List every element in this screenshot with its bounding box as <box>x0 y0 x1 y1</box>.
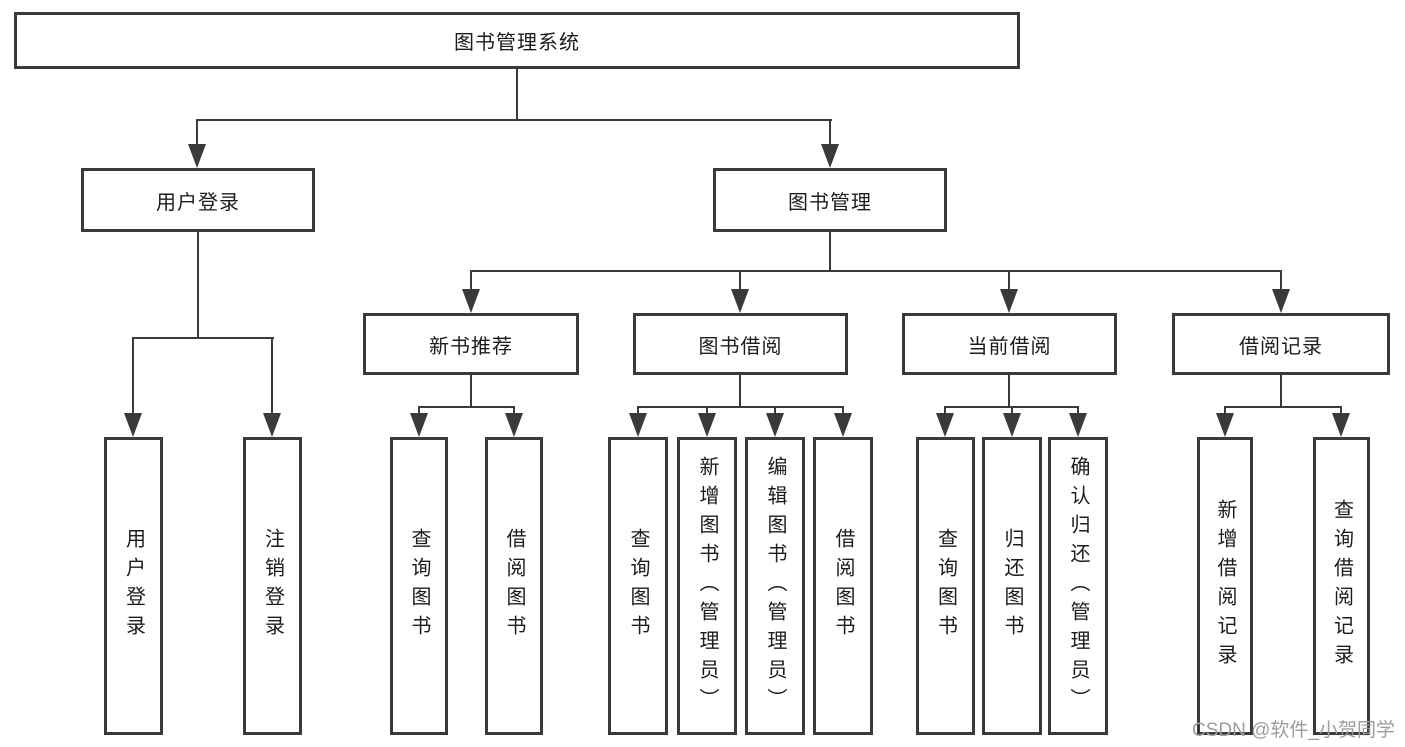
connector-drop-current-borrow <box>1008 270 1010 292</box>
connector-drop-book-borrow <box>739 270 741 292</box>
arrowhead-icon <box>834 413 852 437</box>
arrowhead-icon <box>1003 413 1021 437</box>
arrowhead-icon <box>505 413 523 437</box>
node-user-login-label: 用户登录 <box>156 191 240 214</box>
connector-root-trunk <box>516 69 518 120</box>
node-leaf-borrow-books-label: 借阅图书 <box>832 528 854 644</box>
arrowhead-book-borrow-icon <box>731 289 749 313</box>
arrowhead-new-book-recommend-icon <box>462 289 480 313</box>
node-user-login: 用户登录 <box>81 168 315 232</box>
node-leaf-query-borrow-record-label: 查询借阅记录 <box>1330 499 1353 673</box>
node-library-system: 图书管理系统 <box>14 12 1020 69</box>
arrowhead-icon <box>1216 413 1234 437</box>
connector-drop <box>637 406 639 416</box>
node-leaf-logout: 注销登录 <box>243 437 302 735</box>
connector-drop <box>1011 406 1013 416</box>
node-leaf-edit-book-admin: 编辑图书（管理员） <box>745 437 805 735</box>
arrowhead-icon <box>1069 413 1087 437</box>
node-new-book-recommend: 新书推荐 <box>363 313 579 375</box>
node-leaf-borrow-books: 借阅图书 <box>813 437 873 735</box>
connector-drop <box>774 406 776 416</box>
connector-drop <box>418 406 420 416</box>
node-leaf-query-books-recommend-label: 查询图书 <box>408 528 430 644</box>
node-current-borrow-label: 当前借阅 <box>967 335 1052 358</box>
connector-drop-user-login <box>196 119 198 149</box>
arrowhead-leaf-user-login-icon <box>124 413 142 437</box>
node-leaf-add-borrow-record: 新增借阅记录 <box>1197 437 1253 735</box>
node-book-management: 图书管理 <box>713 168 947 232</box>
connector-drop-new-book-recommend <box>470 270 472 292</box>
connector-drop <box>1340 406 1342 416</box>
connector-borrow-records-hline <box>1224 406 1342 408</box>
connector-book-management-hline <box>470 270 1282 272</box>
connector-drop-leaf-user-login <box>132 337 134 417</box>
arrowhead-book-management-icon <box>821 144 839 168</box>
arrowhead-icon <box>766 413 784 437</box>
arrowhead-icon <box>936 413 954 437</box>
node-leaf-confirm-return-admin: 确认归还（管理员） <box>1048 437 1108 735</box>
connector-drop <box>842 406 844 416</box>
arrowhead-user-login-icon <box>188 144 206 168</box>
connector-drop <box>513 406 515 416</box>
node-new-book-recommend-label: 新书推荐 <box>429 335 513 358</box>
connector-borrow-records-trunk <box>1280 375 1282 408</box>
connector-user-login-hline <box>132 337 274 339</box>
connector-root-hline <box>196 119 832 121</box>
node-library-system-label: 图书管理系统 <box>454 32 580 54</box>
node-leaf-borrow-books-recommend: 借阅图书 <box>485 437 543 735</box>
node-leaf-add-borrow-record-label: 新增借阅记录 <box>1214 499 1236 673</box>
arrowhead-borrow-records-icon <box>1272 289 1290 313</box>
node-leaf-query-books-current-label: 查询图书 <box>934 528 957 644</box>
node-leaf-user-login-label: 用户登录 <box>122 528 145 644</box>
arrowhead-icon <box>629 413 647 437</box>
connector-current-borrow-trunk <box>1008 375 1010 408</box>
arrowhead-current-borrow-icon <box>1000 289 1018 313</box>
connector-book-borrow-trunk <box>739 375 741 408</box>
connector-user-login-trunk <box>197 232 199 339</box>
connector-drop <box>944 406 946 416</box>
connector-book-borrow-hline <box>637 406 844 408</box>
connector-drop-borrow-records <box>1280 270 1282 292</box>
node-book-borrow: 图书借阅 <box>633 313 848 375</box>
node-leaf-query-books-current: 查询图书 <box>916 437 975 735</box>
arrowhead-icon <box>410 413 428 437</box>
node-leaf-query-books-borrow-label: 查询图书 <box>627 528 649 644</box>
connector-drop-leaf-logout <box>271 337 273 417</box>
node-leaf-add-book-admin-label: 新增图书（管理员） <box>696 455 718 717</box>
node-leaf-return-book: 归还图书 <box>982 437 1042 735</box>
connector-drop <box>1077 406 1079 416</box>
connector-drop <box>1224 406 1226 416</box>
connector-drop <box>706 406 708 416</box>
connector-new-book-recommend-hline <box>418 406 515 408</box>
watermark: CSDN @软件_小贺同学 <box>1192 720 1395 741</box>
arrowhead-icon <box>1332 413 1350 437</box>
node-leaf-return-book-label: 归还图书 <box>1001 528 1023 644</box>
node-leaf-logout-label: 注销登录 <box>261 528 284 644</box>
node-leaf-confirm-return-admin-label: 确认归还（管理员） <box>1067 455 1089 717</box>
node-leaf-query-books-borrow: 查询图书 <box>608 437 668 735</box>
node-current-borrow: 当前借阅 <box>902 313 1117 375</box>
node-leaf-user-login: 用户登录 <box>104 437 163 735</box>
node-leaf-edit-book-admin-label: 编辑图书（管理员） <box>764 455 786 717</box>
node-borrow-records: 借阅记录 <box>1172 313 1390 375</box>
node-leaf-query-borrow-record: 查询借阅记录 <box>1313 437 1370 735</box>
connector-new-book-recommend-trunk <box>470 375 472 408</box>
arrowhead-leaf-logout-icon <box>263 413 281 437</box>
node-leaf-add-book-admin: 新增图书（管理员） <box>677 437 737 735</box>
node-leaf-borrow-books-recommend-label: 借阅图书 <box>503 528 525 644</box>
connector-drop-book-management <box>829 119 831 149</box>
arrowhead-icon <box>698 413 716 437</box>
node-borrow-records-label: 借阅记录 <box>1239 335 1323 358</box>
node-book-borrow-label: 图书借阅 <box>698 335 783 358</box>
connector-book-management-trunk <box>829 232 831 272</box>
node-book-management-label: 图书管理 <box>788 191 872 214</box>
node-leaf-query-books-recommend: 查询图书 <box>390 437 448 735</box>
